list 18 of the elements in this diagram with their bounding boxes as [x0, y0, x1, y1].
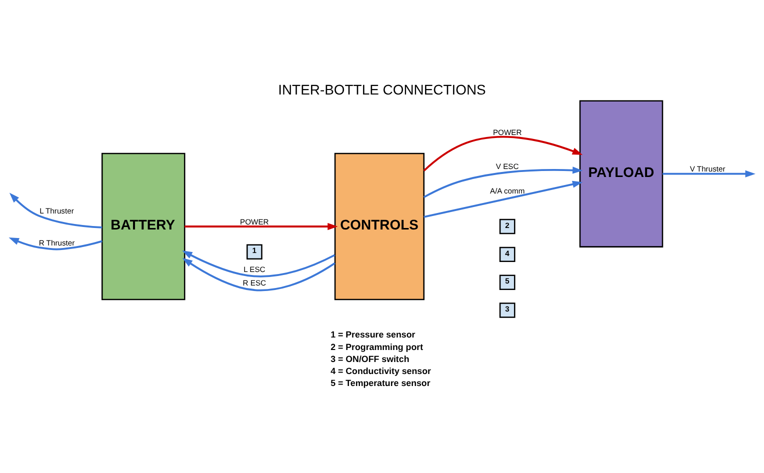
arrow — [182, 250, 336, 278]
node-box: BATTERY — [102, 152, 186, 300]
arrow — [423, 136, 583, 172]
label: 1 = Pressure sensor — [330, 330, 416, 340]
node-box: CONTROLS — [334, 152, 425, 300]
label: 4 = Conductivity sensor — [330, 366, 431, 376]
arrow — [423, 166, 583, 198]
arrow — [424, 180, 583, 218]
arrow — [662, 170, 756, 178]
arrow — [9, 192, 102, 228]
label: 5 = Temperature sensor — [330, 378, 430, 388]
arrow — [184, 222, 338, 230]
diagram-title: INTER-BOTTLE CONNECTIONS — [278, 81, 486, 98]
label: 3 = ON/OFF switch — [330, 354, 410, 364]
arrow — [182, 258, 336, 292]
arrow — [8, 237, 102, 250]
node-box: PAYLOAD — [579, 100, 664, 248]
label: 2 = Programming port — [330, 342, 424, 352]
